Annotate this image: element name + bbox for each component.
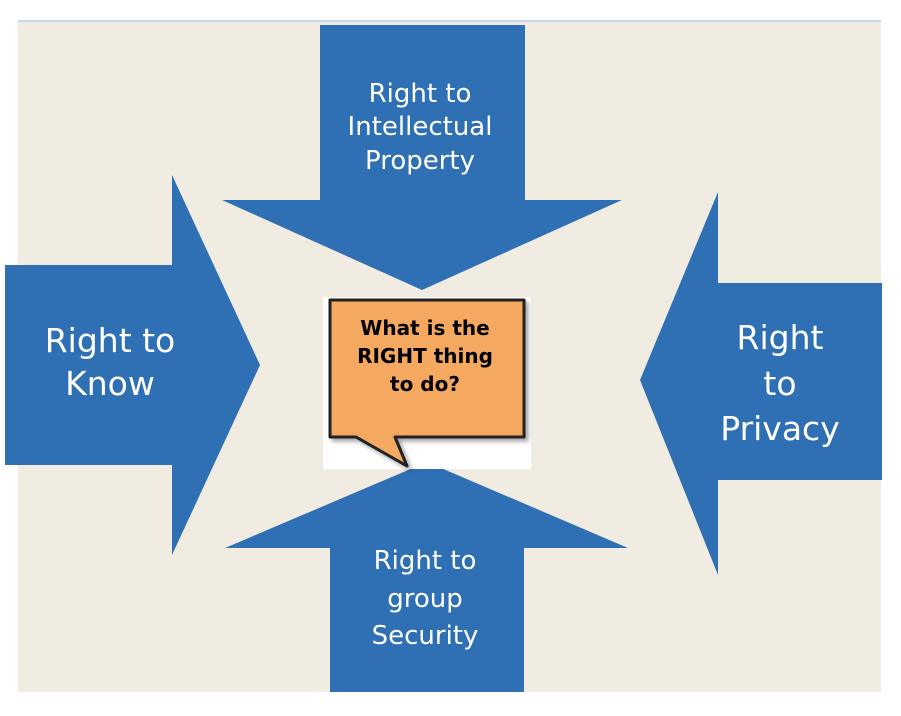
right-arrow xyxy=(640,192,882,575)
top-arrow xyxy=(222,25,622,290)
bottom-arrow xyxy=(225,462,628,692)
speech-bubble xyxy=(328,298,526,468)
left-arrow xyxy=(5,175,260,555)
top-arrow-label: Right to Intellectual Property xyxy=(347,79,493,176)
bottom-arrow-label: Right to group Security xyxy=(371,546,479,652)
left-arrow-label: Right to Know xyxy=(44,321,176,403)
center-question: What is the RIGHT thing to do? xyxy=(357,316,493,396)
right-arrow-label: Right to Privacy xyxy=(720,318,840,449)
